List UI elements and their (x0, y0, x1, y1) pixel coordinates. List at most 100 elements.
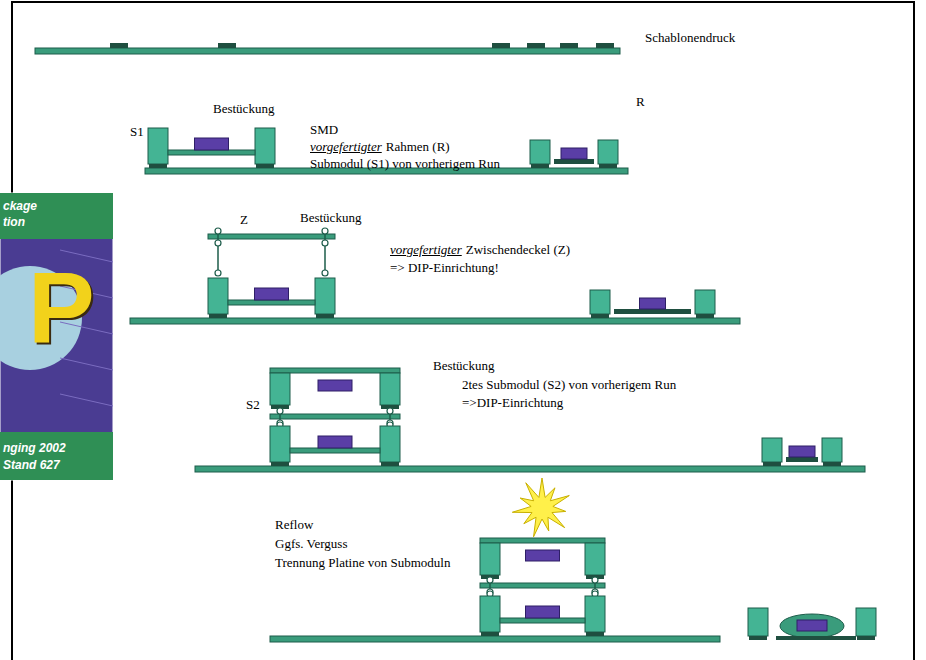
component (318, 436, 352, 448)
solder-pad (749, 636, 767, 640)
step-label: =>DIP-Einrichtung (462, 395, 563, 411)
frame-post (856, 608, 876, 636)
frame-post (590, 290, 610, 314)
solder-pad (481, 632, 499, 636)
frame-post (480, 596, 500, 632)
step-label: Bestückung (300, 210, 361, 226)
solder-pad (614, 309, 691, 314)
step-label: vorgefertigter (310, 139, 382, 155)
frame-post (530, 140, 550, 164)
frame-post (695, 290, 715, 314)
step-label: Bestückung (433, 358, 494, 374)
dip-contact (215, 228, 221, 234)
frame-post (585, 596, 605, 632)
inset-band (0, 432, 113, 480)
step-label: Trennung Platine von Submoduln (275, 555, 450, 571)
submodule-board (228, 300, 315, 305)
component (561, 148, 587, 159)
component (195, 138, 229, 150)
inset-trace (60, 394, 113, 406)
intermediate-lid (208, 234, 335, 239)
solder-pad (149, 164, 167, 168)
solder-pad (586, 632, 604, 636)
step-label: R (636, 94, 645, 110)
step-label: vorgefertigter (390, 242, 462, 258)
inset-text: ckage (3, 198, 37, 214)
logo-letter: P (28, 252, 95, 362)
solder-paste (492, 43, 510, 48)
inset-band (0, 193, 113, 239)
solder-pad (316, 314, 334, 318)
component (640, 298, 666, 309)
frame-post (380, 373, 400, 405)
frame-post (585, 543, 605, 575)
frame-post (822, 438, 842, 462)
component (789, 446, 815, 457)
pcb-board (270, 636, 720, 642)
frame-post (270, 373, 290, 405)
component (255, 288, 289, 300)
step-label: Bestückung (213, 101, 274, 117)
frame-post (480, 543, 500, 575)
frame-post (255, 128, 275, 164)
step-label: Reflow (275, 517, 313, 533)
potting (780, 614, 844, 638)
pcb-board (35, 48, 620, 54)
frame-post (762, 438, 782, 462)
submodule-board (270, 368, 400, 373)
dip-contact (215, 240, 221, 246)
step-label: Z (240, 212, 248, 228)
submodule-board (168, 150, 255, 155)
frame-post (270, 426, 290, 462)
dip-contact (322, 228, 328, 234)
frame-post (148, 128, 168, 164)
solder-paste (527, 43, 545, 48)
reflow-flash (512, 478, 569, 537)
dip-contact (487, 577, 493, 583)
intermediate-lid (480, 583, 605, 588)
solder-pad (591, 314, 609, 318)
solder-pad (823, 462, 841, 466)
solder-pad (271, 462, 289, 466)
pcb-board (195, 466, 865, 472)
frame-post (748, 608, 768, 636)
inset-text: Stand 627 (3, 457, 60, 473)
frame-post (315, 278, 335, 314)
step-label: Submodul (S1) von vorherigem Run (310, 156, 500, 172)
dip-pin (324, 231, 326, 276)
step-label: SMD (310, 122, 338, 138)
pcb-board (130, 318, 740, 324)
dip-contact (277, 408, 283, 414)
intermediate-lid (270, 414, 400, 419)
dip-contact (215, 270, 221, 276)
step-label: 2tes Submodul (S2) von vorherigem Run (462, 377, 676, 393)
dip-pin (217, 231, 219, 276)
frame-post (598, 140, 618, 164)
solder-pad (763, 462, 781, 466)
solder-paste (110, 43, 128, 48)
solder-paste (560, 43, 578, 48)
solder-pad (531, 164, 549, 168)
solder-paste (218, 43, 236, 48)
frame-post (380, 426, 400, 462)
solder-pad (776, 636, 856, 640)
solder-pad (599, 164, 617, 168)
inset-text: nging 2002 (3, 440, 66, 456)
step-label: => DIP-Einrichtung! (390, 260, 499, 276)
step-label: S2 (246, 397, 260, 413)
dip-contact (322, 240, 328, 246)
component (318, 380, 352, 391)
dip-contact (592, 577, 598, 583)
solder-pad (554, 159, 594, 164)
step-label: Zwischendeckel (Z) (466, 242, 570, 258)
step-label: Rahmen (R) (386, 139, 450, 155)
component (526, 606, 560, 618)
submodule-board (500, 618, 585, 623)
solder-pad (209, 314, 227, 318)
solder-pad (857, 636, 875, 640)
outer-frame (12, 2, 914, 660)
frame-post (208, 278, 228, 314)
solder-paste (596, 43, 614, 48)
